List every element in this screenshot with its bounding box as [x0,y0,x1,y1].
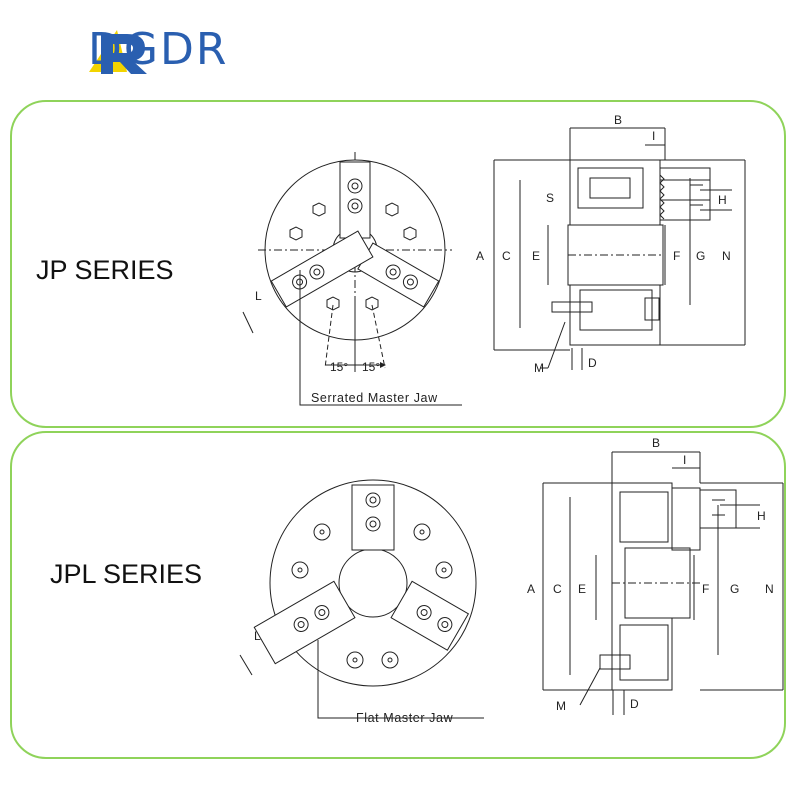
jpl-dim-n: N [765,582,774,596]
jp-dim-g: G [696,249,705,263]
jpl-dim-l: L [254,629,261,643]
jp-dim-f: F [673,249,680,263]
jpl-front-view [239,479,484,719]
jp-dim-d: D [588,356,597,370]
jpl-callout: Flat Master Jaw [356,711,454,725]
jpl-dim-h: H [757,509,766,523]
logo-r-icon [101,34,147,74]
jpl-dim-g: G [730,582,739,596]
jpl-dim-i: I [683,453,686,467]
jp-dim-m: M [534,361,544,375]
jp-angle-left: 15° [330,360,348,374]
jpl-dim-e: E [578,582,586,596]
jp-dim-a: A [476,249,484,263]
jpl-dim-d: D [630,697,639,711]
jpl-side-view [542,451,784,715]
jp-dim-s: S [546,191,554,205]
jp-series-title: JP SERIES [36,255,174,285]
jp-angle-right: 15° [362,360,380,374]
jpl-dim-c: C [553,582,562,596]
brand-name: DGDR [88,24,229,75]
jp-front-view [242,152,462,406]
jp-callout: Serrated Master Jaw [311,391,438,405]
jp-dim-l: L [255,289,262,303]
brand-logo [89,30,147,74]
jp-dim-c: C [502,249,511,263]
jpl-dim-f: F [702,582,709,596]
jp-dim-n: N [722,249,731,263]
jp-side-view [493,127,746,370]
jpl-series-title: JPL SERIES [50,559,203,589]
jp-dim-e: E [532,249,540,263]
jpl-dim-b: B [652,436,660,450]
jp-dim-b: B [614,113,622,127]
jpl-dim-m: M [556,699,566,713]
jp-dim-h: H [718,193,727,207]
jp-dim-i: I [652,129,655,143]
jpl-dim-a: A [527,582,535,596]
